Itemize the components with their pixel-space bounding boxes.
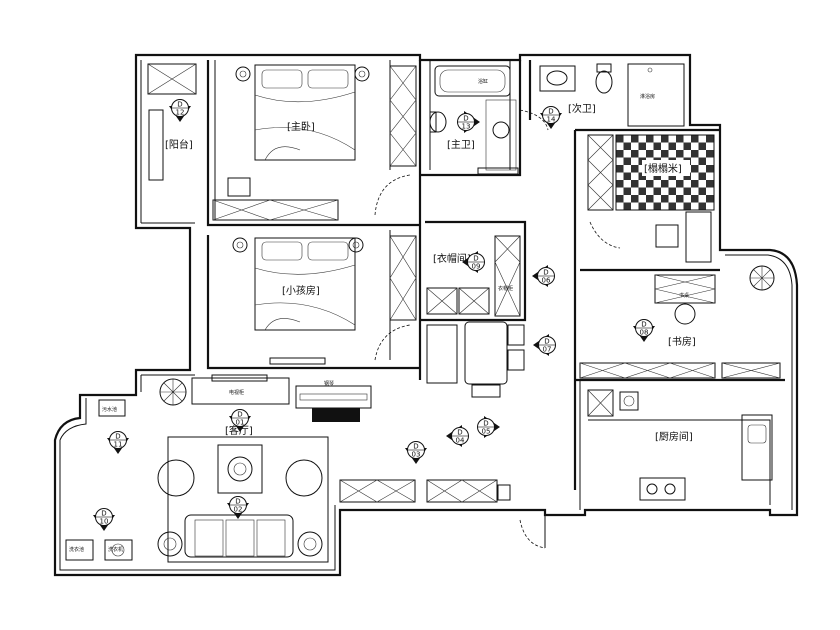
- marker-code: D: [544, 338, 549, 346]
- label-study: [书房]: [668, 335, 696, 348]
- living-fixtures: [157, 374, 511, 563]
- marker-code: D: [463, 115, 468, 123]
- view-marker-03: D03: [405, 441, 427, 464]
- master-wardrobe: [389, 65, 417, 167]
- piano-label: 钢琴: [324, 380, 334, 387]
- marker-code: D: [115, 433, 120, 441]
- master-bath-fixtures: [429, 65, 519, 175]
- label-cloakroom: [衣帽间]: [433, 252, 471, 265]
- view-marker-08: D08: [633, 319, 655, 342]
- marker-code: D: [543, 269, 548, 277]
- view-marker-14: D14: [540, 106, 562, 129]
- view-marker-12: D12: [169, 99, 191, 122]
- marker-number: 04: [456, 437, 465, 445]
- marker-number: 05: [482, 428, 491, 436]
- study-fixtures: [579, 265, 781, 379]
- marker-code: D: [177, 101, 182, 109]
- label-living-room: [客厅]: [225, 424, 253, 437]
- marker-code: D: [548, 108, 553, 116]
- laundry-1-label: 洗衣池: [69, 546, 84, 553]
- cloak-cabinet-label: 衣帽柜: [498, 285, 513, 292]
- marker-number: 09: [472, 263, 481, 271]
- laundry-fixtures: [65, 399, 133, 561]
- marker-code: D: [235, 498, 240, 506]
- marker-code: D: [237, 411, 242, 419]
- label-tatami: [榻榻米]: [644, 162, 682, 175]
- bathtub-label: 浴缸: [478, 78, 488, 85]
- label-balcony: [阳台]: [165, 138, 193, 151]
- marker-number: 02: [234, 506, 243, 514]
- marker-number: 10: [100, 518, 109, 526]
- shower-label: 淋浴房: [640, 93, 655, 100]
- label-kids-room: [小孩房]: [282, 284, 320, 297]
- label-kitchen: [厨房间]: [655, 430, 693, 443]
- doors: [374, 109, 621, 549]
- marker-number: 14: [547, 116, 556, 124]
- marker-number: 01: [236, 419, 245, 427]
- label-master-bath: [主卫]: [447, 139, 475, 151]
- second-bath-fixtures: [539, 63, 685, 127]
- marker-number: 13: [462, 123, 471, 131]
- view-marker-11: D11: [107, 431, 129, 454]
- marker-code: D: [457, 429, 462, 437]
- label-second-bath: [次卫]: [568, 102, 596, 115]
- tatami-label-bg: [642, 160, 690, 176]
- marker-code: D: [101, 510, 106, 518]
- marker-code: D: [413, 443, 418, 451]
- view-marker-07: D07: [533, 334, 556, 356]
- view-marker-05: D05: [477, 416, 500, 438]
- marker-code: D: [473, 255, 478, 263]
- master-dresser: [212, 199, 339, 221]
- kids-bed: [232, 237, 364, 365]
- marker-number: 11: [114, 441, 123, 449]
- desk-label: 书桌: [679, 292, 689, 299]
- kitchen-fixtures: [587, 389, 773, 505]
- tv-cabinet-label: 电视柜: [229, 389, 244, 396]
- marker-number: 03: [412, 451, 421, 459]
- marker-number: 06: [542, 277, 551, 285]
- marker-number: 12: [176, 109, 185, 117]
- view-marker-06: D06: [532, 265, 555, 287]
- label-master-bedroom: [主卧]: [287, 120, 315, 133]
- view-marker-09: D09: [462, 251, 485, 273]
- marker-number: 08: [640, 329, 649, 337]
- view-marker-13: D13: [457, 111, 480, 133]
- view-marker-02: D02: [227, 496, 249, 519]
- sink-basin-label: 污水池: [102, 406, 117, 413]
- cloakroom-fixtures: [426, 235, 525, 398]
- marker-number: 07: [543, 346, 552, 354]
- balcony-fixtures: [147, 63, 197, 181]
- view-markers: D12D13D14D09D06D08D07D11D01D03D04D05D02D…: [93, 99, 655, 531]
- laundry-2-label: 洗衣机: [108, 546, 123, 553]
- master-bed: [227, 64, 370, 197]
- kids-wardrobe: [389, 235, 417, 321]
- marker-code: D: [641, 321, 646, 329]
- view-marker-01: D01: [229, 409, 251, 432]
- exterior-walls: [53, 53, 799, 577]
- view-marker-04: D04: [446, 425, 469, 447]
- view-marker-10: D10: [93, 508, 115, 531]
- marker-code: D: [483, 420, 488, 428]
